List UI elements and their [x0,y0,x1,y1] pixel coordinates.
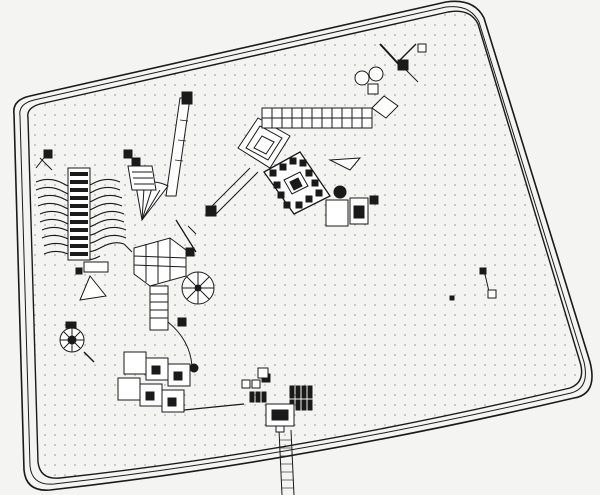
cube-grid-building [133,219,197,287]
small-tower-icon [35,149,53,171]
ferris-wheel [181,271,215,305]
gear-carousel [59,321,95,363]
windmill-tower [354,43,427,95]
ladder-walkway [149,285,199,373]
pixel-stair-path [261,95,399,129]
entrance-walkway [278,429,295,495]
square-gardens [117,351,245,413]
bridge-structure [67,167,91,261]
small-kiosks-right [449,267,497,301]
triangle-marker [75,261,109,301]
spiral-plaza [237,117,362,215]
fan-pavilion [123,149,169,222]
diagonal-pier [165,91,193,197]
gate-house [265,403,295,433]
connecting-paths [123,167,259,253]
site-boundary [13,0,593,491]
small-kiosks [325,185,379,227]
